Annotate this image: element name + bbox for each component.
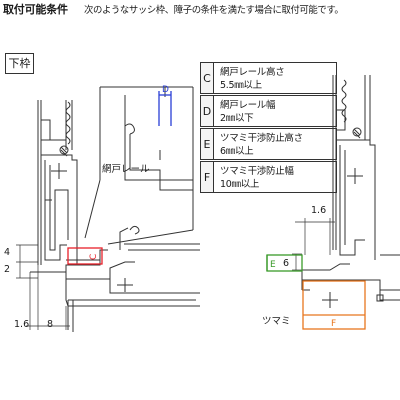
condition-value: 2㎜以下 xyxy=(220,113,254,124)
left-sash-section xyxy=(30,100,200,332)
condition-text: 網戸レール幅 2㎜以下 xyxy=(214,95,337,127)
condition-name: ツマミ干渉防止高さ xyxy=(220,133,303,144)
zoom-callout xyxy=(84,86,194,245)
condition-value: 6㎜以上 xyxy=(220,146,254,157)
condition-value: 10㎜以上 xyxy=(220,179,260,190)
mark-d-letter: D xyxy=(162,85,169,95)
condition-text: ツマミ干渉防止高さ 6㎜以上 xyxy=(214,128,337,160)
mark-c-box xyxy=(67,247,103,265)
condition-letter: F xyxy=(200,161,214,193)
screen-rail-label: 網戸レール xyxy=(102,164,150,175)
mark-c-letter: C xyxy=(89,254,99,260)
right-dimension-lines xyxy=(292,218,335,271)
mark-letters: C D E F xyxy=(89,85,336,329)
page-title: 取付可能条件 xyxy=(3,3,68,16)
conditions-table: C 網戸レール高さ 5.5㎜以上 D 網戸レール幅 2㎜以下 E ツマミ干渉防止… xyxy=(200,62,337,196)
left-dimension-lines xyxy=(16,244,70,330)
mark-f-letter: F xyxy=(331,319,336,329)
header: 取付可能条件 次のようなサッシ枠、障子の条件を満たす場合に取付可能です。 xyxy=(0,0,400,20)
condition-row-c: C 網戸レール高さ 5.5㎜以上 xyxy=(200,62,337,94)
dim-right-1-6: 1.6 xyxy=(311,205,327,216)
mark-f-box xyxy=(302,280,366,330)
dim-left-4: 4 xyxy=(4,247,11,258)
condition-name: 網戸レール高さ xyxy=(220,67,285,78)
dim-right-6: 6 xyxy=(283,258,290,269)
page-description: 次のようなサッシ枠、障子の条件を満たす場合に取付可能です。 xyxy=(84,5,344,16)
condition-text: ツマミ干渉防止幅 10㎜以上 xyxy=(214,161,337,193)
dim-left-2: 2 xyxy=(4,264,11,275)
dim-left-8: 8 xyxy=(47,319,54,330)
condition-letter: C xyxy=(200,62,214,94)
section-label: 下枠 xyxy=(5,53,34,74)
condition-letter: D xyxy=(200,95,214,127)
condition-name: 網戸レール幅 xyxy=(220,100,276,111)
condition-letter: E xyxy=(200,128,214,160)
knob-label: ツマミ xyxy=(262,316,291,327)
condition-row-e: E ツマミ干渉防止高さ 6㎜以上 xyxy=(200,128,337,160)
condition-name: ツマミ干渉防止幅 xyxy=(220,166,294,177)
condition-row-f: F ツマミ干渉防止幅 10㎜以上 xyxy=(200,161,337,193)
condition-value: 5.5㎜以上 xyxy=(220,80,262,91)
condition-row-d: D 網戸レール幅 2㎜以下 xyxy=(200,95,337,127)
dim-left-1-6: 1.6 xyxy=(14,319,30,330)
mark-e-letter: E xyxy=(270,260,276,270)
condition-marks xyxy=(67,91,366,330)
condition-text: 網戸レール高さ 5.5㎜以上 xyxy=(214,62,337,94)
